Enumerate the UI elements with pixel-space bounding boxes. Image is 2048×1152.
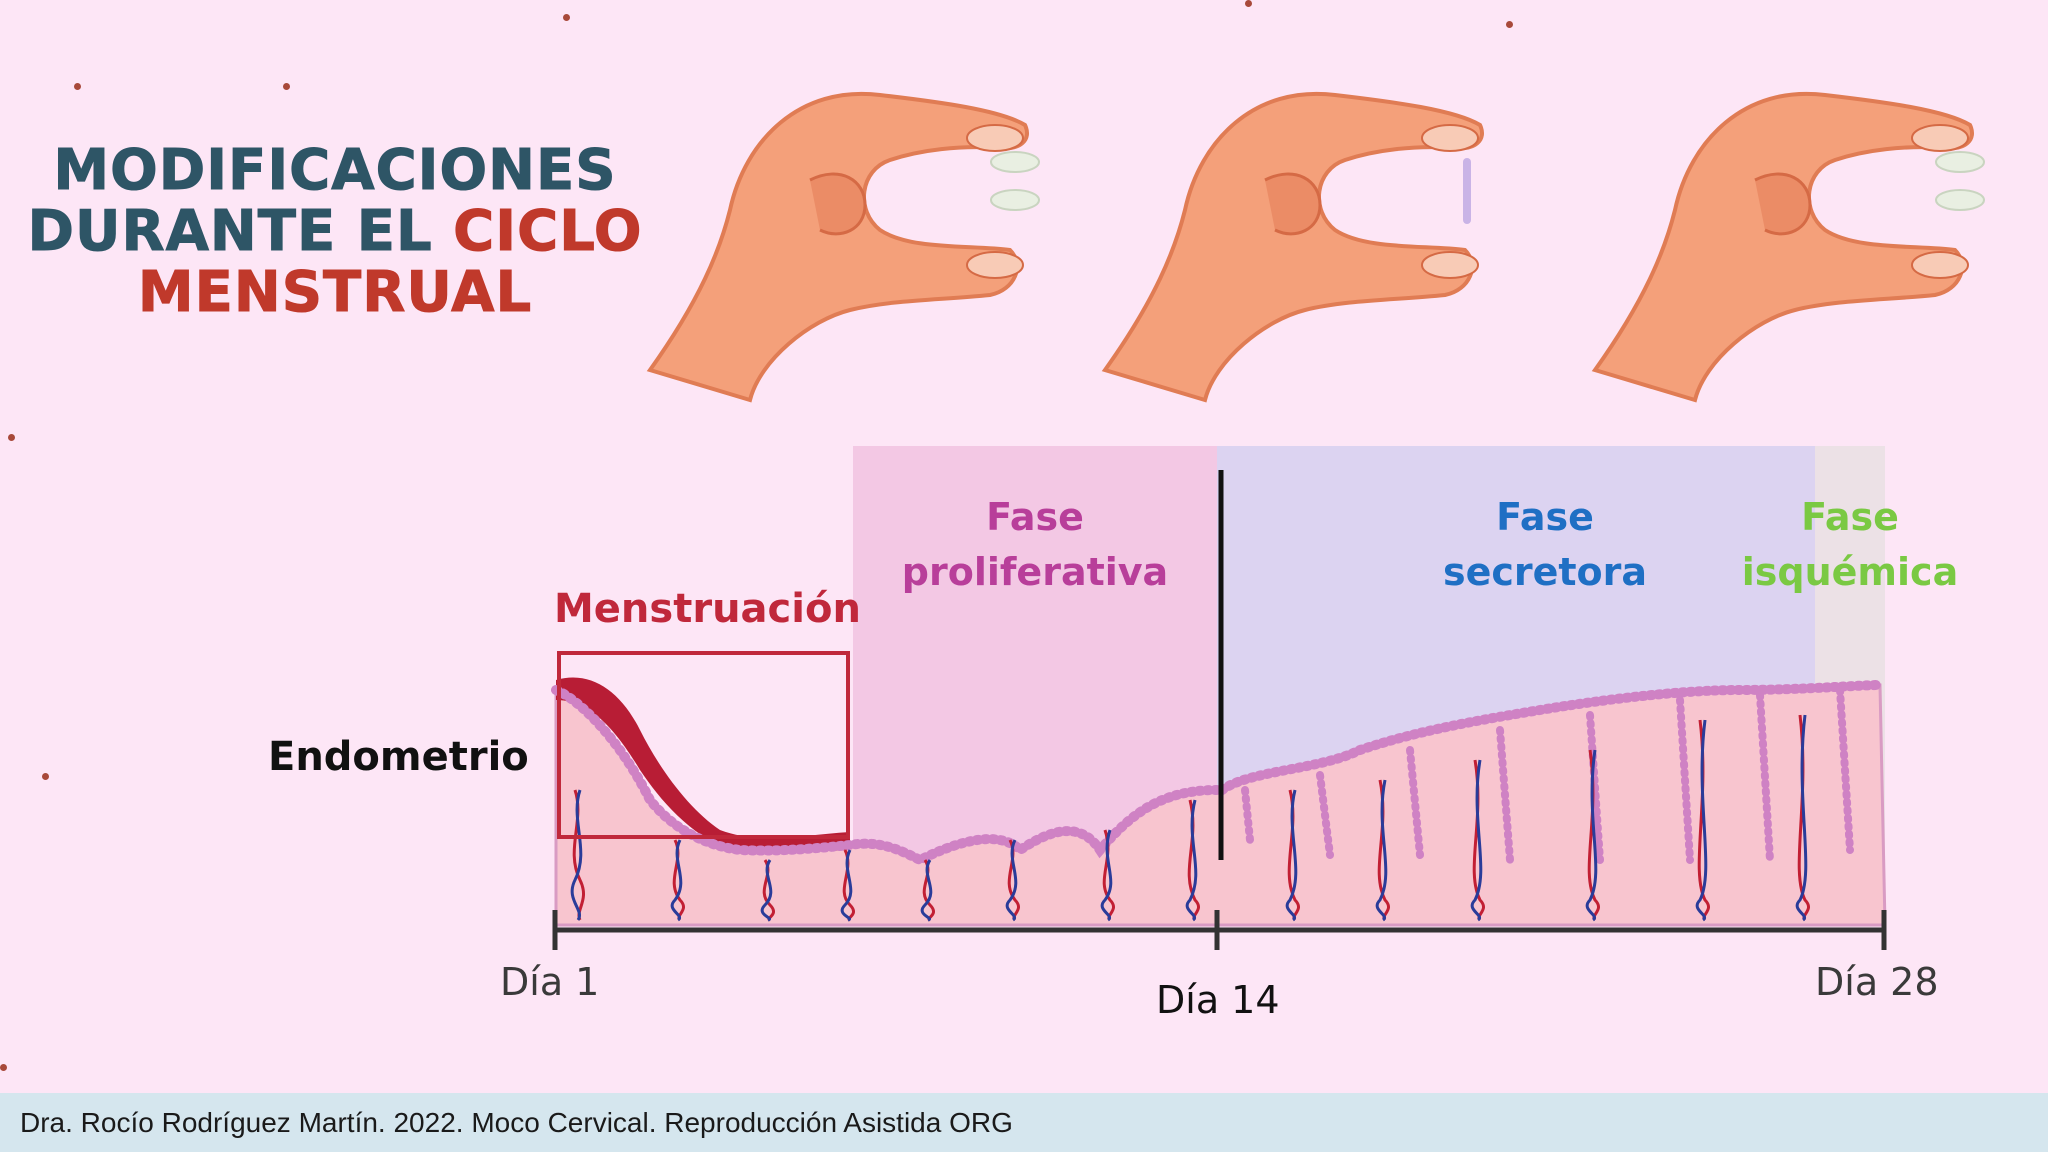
decor-dot <box>563 14 570 21</box>
title-line-2: DURANTE EL CICLO <box>0 199 670 264</box>
title-line-1: MODIFICACIONES <box>53 138 617 203</box>
decor-dot <box>42 773 49 780</box>
phase-label-proliferativa-text: Fase proliferativa <box>901 495 1169 594</box>
footer-citation-bar: Dra. Rocío Rodríguez Martín. 2022. Moco … <box>0 1093 2048 1152</box>
page-title: MODIFICACIONES DURANTE EL CICLO MENSTRUA… <box>0 138 670 325</box>
decor-dot <box>74 83 81 90</box>
day-28-label: Día 28 <box>1815 960 1939 1004</box>
footer-citation: Dra. Rocío Rodríguez Martín. 2022. Moco … <box>20 1107 1013 1138</box>
phase-label-isquemica: Fase isquémica <box>1735 490 1965 600</box>
decor-dot <box>8 434 15 441</box>
phase-label-isquemica-text: Fase isquémica <box>1741 495 1959 594</box>
title-line-2-text: DURANTE EL <box>27 199 454 264</box>
decor-dot <box>1245 0 1252 7</box>
decor-dot <box>283 83 290 90</box>
decor-dot <box>1506 21 1513 28</box>
hand-stretching-mucus-icon <box>1101 91 1484 403</box>
menstruation-label: Menstruación <box>554 586 861 632</box>
title-accent-ciclo: CICLO <box>453 199 643 264</box>
hand-pinching-mucus-icon <box>1591 91 1985 403</box>
phase-label-proliferativa: Fase proliferativa <box>880 490 1190 600</box>
menstruation-box <box>557 651 850 839</box>
phase-label-secretora: Fase secretora <box>1400 490 1690 600</box>
endometrio-label: Endometrio <box>268 734 529 780</box>
phase-label-secretora-text: Fase secretora <box>1442 495 1648 594</box>
hand-pinching-mucus-icon <box>646 91 1040 403</box>
day-1-label: Día 1 <box>500 960 600 1004</box>
title-line-3: MENSTRUAL <box>137 260 533 325</box>
day-14-label: Día 14 <box>1156 978 1280 1022</box>
decor-dot <box>0 1064 7 1071</box>
